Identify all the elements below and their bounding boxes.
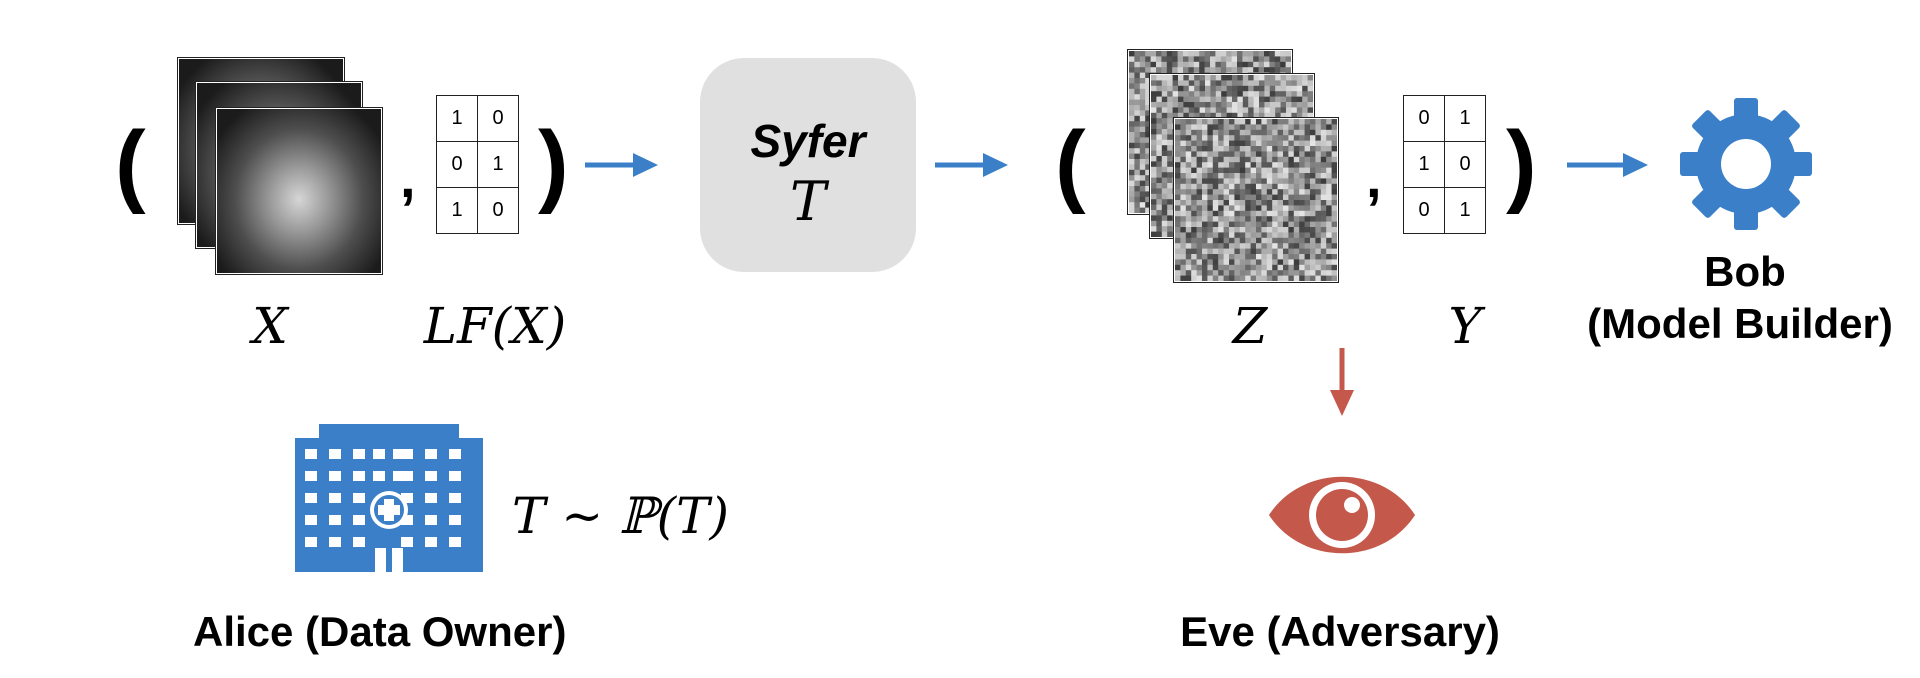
xray-image-front [216,108,382,274]
left-matrix-cell: 0 [477,187,519,234]
right-matrix-cell: 0 [1403,187,1445,234]
left-matrix-cell: 1 [436,187,478,234]
arrow-to-eve [1330,348,1354,416]
left-matrix-cell: 1 [477,141,519,188]
right-comma: , [1366,146,1382,209]
left-comma: , [400,146,416,209]
z-label: Z [1232,297,1268,355]
arrow-to-bob [1567,153,1648,177]
syfer-transform-symbol: T [789,170,827,233]
right-matrix-cell: 0 [1403,95,1445,142]
right-close-paren: ) [1506,113,1537,215]
bob-role: (Model Builder) [1587,300,1893,347]
syfer-name: Syfer [750,115,866,167]
x-label: X [252,297,288,355]
hospital-icon [295,424,483,572]
alice-formula: T ~ ℙ(T) [512,487,729,545]
left-close-paren: ) [538,113,569,215]
bob-name: Bob [1704,248,1786,295]
right-matrix-cell: 1 [1403,141,1445,188]
right-matrix-cell: 0 [1444,141,1486,188]
lfx-label: LF(X) [423,297,567,355]
left-open-paren: ( [115,113,146,215]
eye-icon [1269,476,1415,554]
alice-label: Alice (Data Owner) [193,608,567,655]
right-matrix-cell: 1 [1444,187,1486,234]
left-matrix-cell: 1 [436,95,478,142]
arrow-to-syfer [585,153,658,177]
right-matrix-cell: 1 [1444,95,1486,142]
syfer-box: Syfer T [700,58,916,272]
arrow-from-syfer [935,153,1008,177]
right-open-paren: ( [1055,113,1086,215]
gear-icon [1680,98,1812,230]
y-label: Y [1448,297,1482,355]
eve-label: Eve (Adversary) [1180,608,1500,655]
noise-image-front [1174,118,1338,282]
